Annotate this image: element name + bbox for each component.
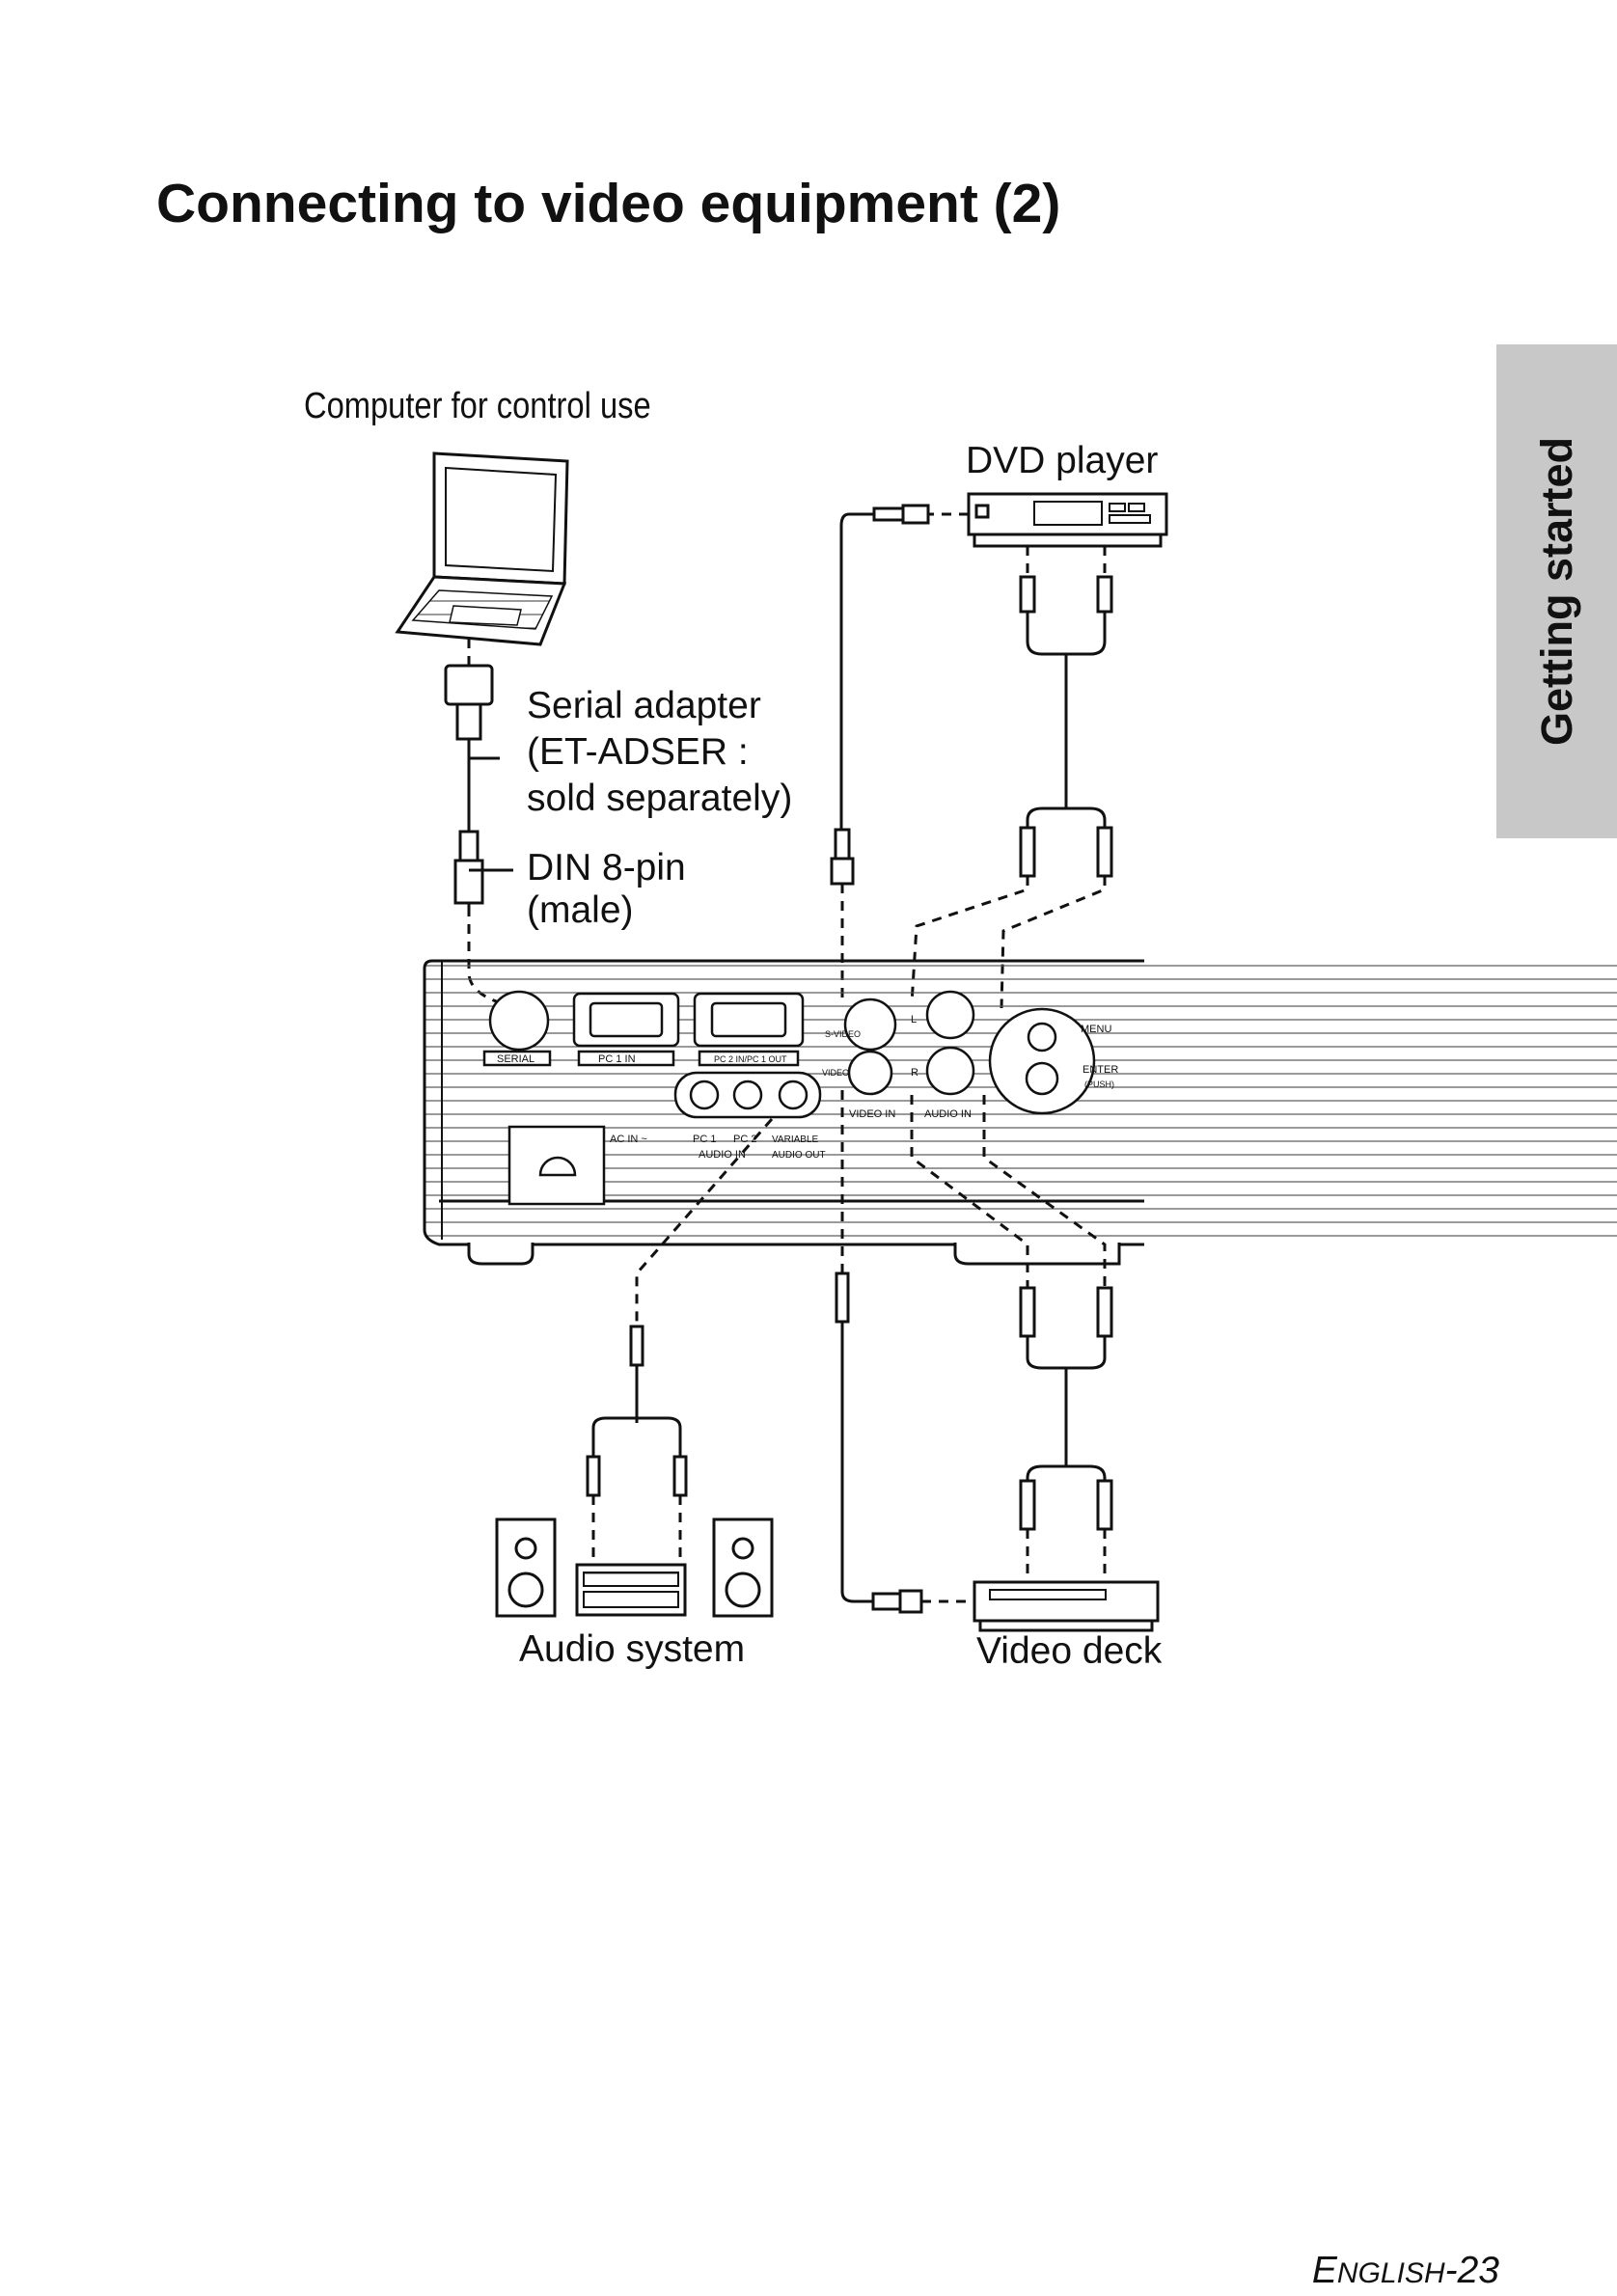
serial-adapter-label-line3: sold separately) bbox=[527, 778, 793, 819]
svg-text:PC 1: PC 1 bbox=[693, 1134, 716, 1145]
svg-text:VIDEO IN: VIDEO IN bbox=[849, 1108, 895, 1120]
svg-text:SERIAL: SERIAL bbox=[497, 1053, 534, 1065]
din-label-line1: DIN 8-pin bbox=[527, 847, 686, 888]
video-deck-cable bbox=[835, 1090, 1113, 1614]
svg-text:VARIABLE: VARIABLE bbox=[772, 1134, 818, 1145]
svg-text:PC 2: PC 2 bbox=[733, 1134, 756, 1145]
dvd-player-icon bbox=[967, 492, 1168, 548]
projector-rear-panel: SERIAL PC 1 IN PC 2 IN/PC 1 OUT S-VIDEO … bbox=[423, 959, 1617, 1266]
serial-adapter-label-line1: Serial adapter bbox=[527, 685, 761, 726]
laptop-icon bbox=[395, 451, 569, 646]
svg-text:(PUSH): (PUSH) bbox=[1084, 1080, 1114, 1089]
svg-text:VIDEO: VIDEO bbox=[822, 1068, 849, 1078]
page-title: Connecting to video equipment (2) bbox=[156, 173, 1061, 234]
dvd-player-label: DVD player bbox=[966, 440, 1159, 481]
svg-text:AUDIO IN: AUDIO IN bbox=[924, 1108, 972, 1120]
svg-text:S-VIDEO: S-VIDEO bbox=[825, 1029, 861, 1039]
svg-text:PC 1 IN: PC 1 IN bbox=[598, 1053, 636, 1065]
serial-adapter-label-line2: (ET-ADSER : bbox=[527, 731, 749, 773]
svg-text:L: L bbox=[911, 1014, 917, 1025]
video-deck-label: Video deck bbox=[976, 1630, 1163, 1672]
audio-system-icon bbox=[495, 1517, 774, 1618]
din-label-line2: (male) bbox=[527, 889, 634, 931]
serial-adapter-icon bbox=[444, 639, 513, 907]
audio-system-cable bbox=[586, 1118, 774, 1568]
computer-label: Computer for control use bbox=[304, 386, 651, 426]
page-footer: ENGLISH-23 bbox=[1312, 2250, 1499, 2292]
svg-text:R: R bbox=[911, 1067, 918, 1079]
footer-prefix: E bbox=[1311, 2250, 1337, 2291]
svg-text:AUDIO IN: AUDIO IN bbox=[699, 1149, 746, 1161]
s-video-cable bbox=[830, 504, 969, 1003]
svg-text:MENU: MENU bbox=[1081, 1024, 1111, 1035]
svg-text:AUDIO OUT: AUDIO OUT bbox=[772, 1150, 826, 1161]
svg-text:PC 2 IN/PC 1 OUT: PC 2 IN/PC 1 OUT bbox=[714, 1054, 787, 1064]
audio-system-label: Audio system bbox=[519, 1628, 746, 1670]
svg-text:AC IN ~: AC IN ~ bbox=[610, 1134, 647, 1145]
dvd-audio-cable bbox=[910, 546, 1113, 1009]
svg-text:ENTER: ENTER bbox=[1083, 1064, 1118, 1076]
side-tab: Getting started bbox=[1496, 344, 1617, 838]
panel-text: SERIAL PC 1 IN PC 2 IN/PC 1 OUT S-VIDEO … bbox=[497, 1014, 1118, 1161]
footer-smallcaps: NGLISH bbox=[1336, 2257, 1445, 2289]
footer-page-number: -23 bbox=[1444, 2250, 1499, 2291]
video-deck-icon bbox=[973, 1580, 1160, 1632]
